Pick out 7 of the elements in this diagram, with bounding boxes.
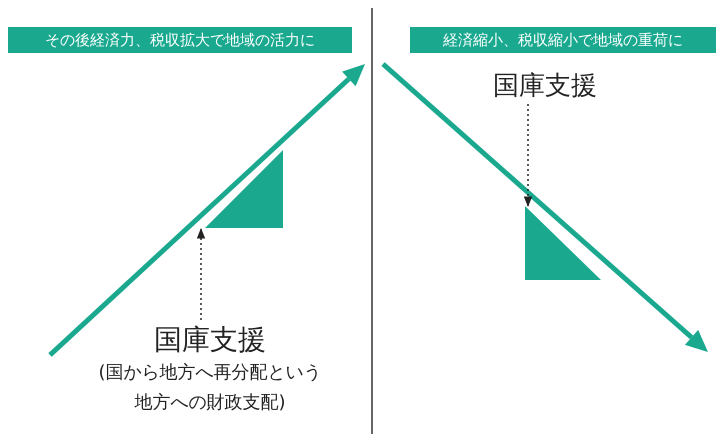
label-text: 国庫支援 [153, 322, 267, 358]
note-text: (国から地方へ再分配という地方への財政支配) [97, 361, 323, 415]
dotted-arrow [524, 104, 532, 208]
label-text: 国庫支援 [492, 70, 598, 103]
heading-banner: その後経済力、税収拡大で地域の活力に [8, 27, 352, 53]
dotted-arrow [196, 228, 206, 320]
heading-banner: 経済縮小、税収縮小で地域の重荷に [410, 27, 716, 53]
